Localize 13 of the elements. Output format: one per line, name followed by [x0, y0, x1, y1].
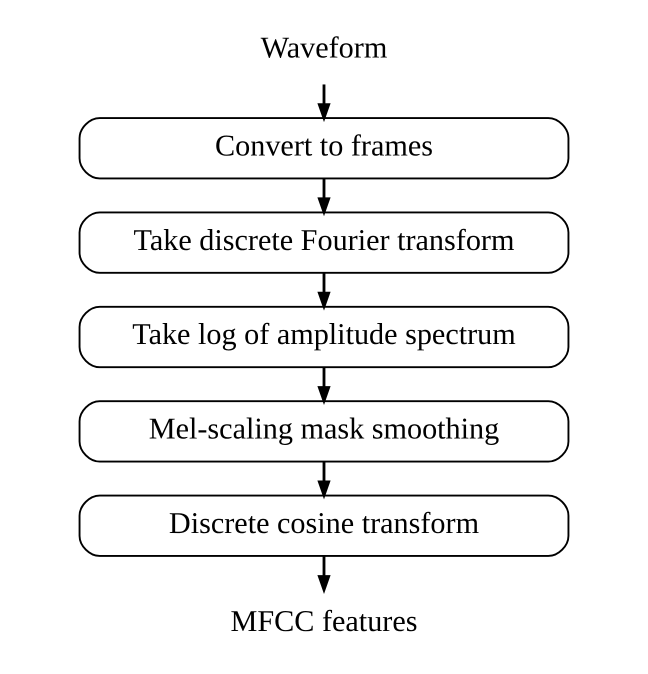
arrow	[317, 556, 331, 594]
arrow	[317, 368, 331, 405]
node-box: Take log of amplitude spectrum	[78, 306, 570, 368]
node-box: Take discrete Fourier transform	[78, 211, 570, 274]
arrow	[317, 462, 331, 500]
node-box: Mel-scaling mask smoothing	[78, 400, 570, 463]
node-box: Convert to frames	[78, 117, 570, 180]
arrow	[317, 84, 331, 122]
arrow	[317, 273, 331, 311]
node-text: Waveform	[260, 30, 388, 64]
node-box: Discrete cosine transform	[78, 494, 570, 557]
node-text: MFCC features	[230, 604, 418, 638]
arrow	[317, 178, 331, 216]
